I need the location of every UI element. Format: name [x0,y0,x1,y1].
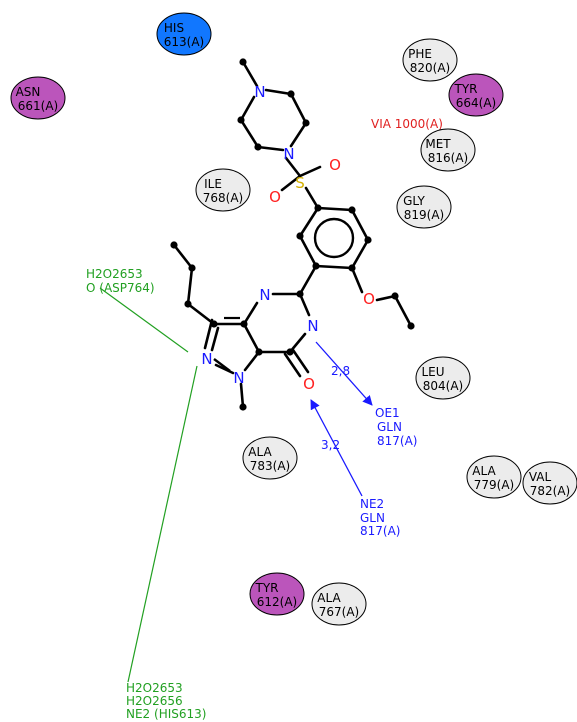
water-line-asp764 [99,287,189,353]
water-line-his613 [127,365,198,683]
hbond-labels: 2,8 OE1 GLN 817(A) 3,2 NE2 GLN 817(A) [321,364,417,538]
residue-ellipse [448,73,504,117]
atom-o-carbonyl: O [303,375,315,393]
residue-ellipse [195,168,251,212]
residue-number: 779(A) [474,478,514,492]
residue-name: TYR [454,82,478,96]
hbond-distance-oe1: 2,8 [331,364,350,378]
residue-number: 767(A) [319,605,359,619]
residue-name: PHE [408,47,432,61]
hbond-lines [310,341,373,497]
hbond-res-oe1: GLN [377,420,402,434]
residue-ellipse [396,185,452,229]
water-his613-line-3: NE2 (HIS613) [126,707,206,721]
residue-name: GLY [403,194,425,208]
hbond-distance-ne2: 3,2 [321,438,340,452]
hbond-num-ne2: 817(A) [360,524,400,538]
residue-ellipse [415,356,471,400]
atom-n-pyrazole-1: N [201,350,212,368]
residue-ellipse [522,461,577,505]
residue-ellipse [402,38,458,82]
residue-number: 612(A) [257,595,297,609]
atom-o-ether: O [363,290,375,308]
atom-n-pyrazole-2: N [233,369,244,387]
residue-name: ILE [204,177,222,191]
atom-o-sulfonyl-2: O [269,188,281,206]
atom-n-amide: N [307,317,318,335]
residue-number: 661(A) [18,99,58,113]
residue-his613: HIS613(A) [156,12,212,56]
residue-name: VAL [529,470,552,484]
atom-n-piperazine-bottom: N [283,145,294,163]
residue-name: LEU [421,365,444,379]
residue-ellipse [311,582,367,626]
atom-s: S [295,174,305,192]
water-bridge-lines [99,287,198,683]
aromatic-ring-circle [313,217,355,259]
atom-n-ring: N [259,286,270,304]
residue-number: 804(A) [423,379,463,393]
residue-ellipse [10,76,66,120]
residue-number: 768(A) [203,191,243,205]
ligand-bonds [172,60,413,409]
residue-ellipse [466,455,522,499]
water-his613-line-2: H2O2656 [126,694,183,708]
water-asp764-line-2: O (ASP764) [86,281,155,295]
residue-name: ALA [317,591,341,605]
n-n-bond [213,358,231,372]
hbond-atom-oe1: OE1 [375,406,400,420]
atom-o-sulfonyl-1: O [329,156,341,174]
hbond-line-oe1 [315,341,373,406]
residue-number: 782(A) [530,484,570,498]
residue-name: ALA [472,464,496,478]
residue-group: HIS613(A)ASN661(A)PHE820(A)TYR664(A)MET8… [10,12,577,626]
residue-ellipse [156,12,212,56]
ligand-atom-dots [170,58,415,411]
residue-ellipse [242,436,298,480]
residue-ellipse [249,572,305,616]
residue-name: TYR [255,581,279,595]
residue-name: MET [425,137,451,151]
water-asp764-line-1: H2O2653 [86,267,143,281]
atom-labels: N N S O O N N O O N N [201,83,375,393]
hbond-num-oe1: 817(A) [377,434,417,448]
residue-number: 819(A) [404,208,444,222]
ligand-label: VIA 1000(A) [371,117,443,131]
residue-name: HIS [164,21,184,35]
hbond-line-ne2 [310,399,363,497]
residue-number: 613(A) [164,35,204,49]
residue-name: ASN [16,85,41,99]
residue-number: 816(A) [428,151,468,165]
residue-number: 783(A) [250,459,290,473]
residue-name: ALA [248,445,272,459]
atom-n-piperazine-top: N [254,83,265,101]
hbond-atom-ne2: NE2 [360,497,384,511]
residue-number: 820(A) [410,61,450,75]
water-labels: H2O2653 O (ASP764) H2O2653 H2O2656 NE2 (… [86,267,206,721]
water-his613-line-1: H2O2653 [126,681,183,695]
residue-ellipse [420,128,476,172]
hbond-res-ne2: GLN [360,511,385,525]
residue-number: 664(A) [456,96,496,110]
